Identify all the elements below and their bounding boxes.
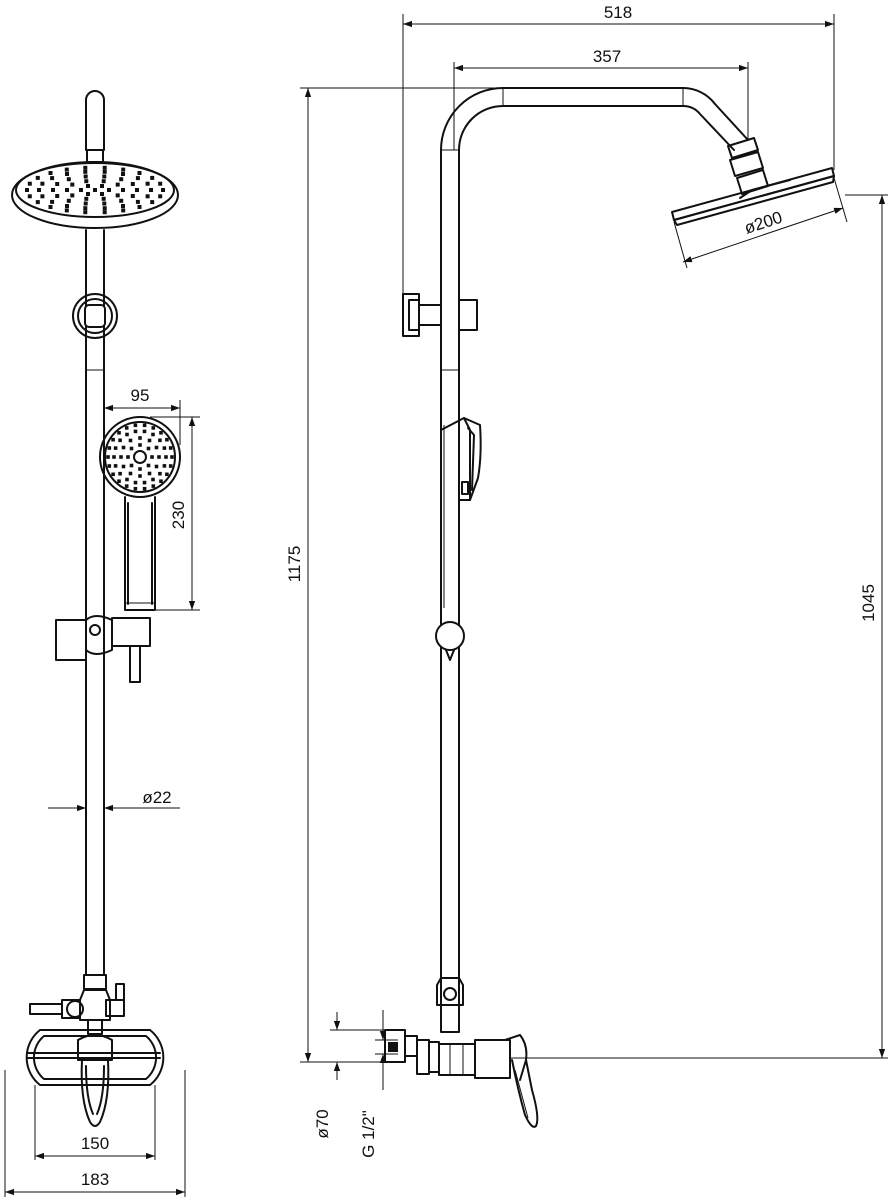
side-rail-outer	[440, 87, 749, 1016]
side-rain-head	[671, 167, 835, 226]
dim-1175-label: 1175	[285, 546, 304, 583]
dim-518-label: 518	[604, 3, 632, 22]
head-connector	[86, 149, 104, 163]
front-slider	[55, 615, 151, 683]
dim-200-label: ø200	[742, 208, 785, 238]
side-rail-inner	[458, 104, 735, 1016]
front-diverter	[29, 974, 125, 1035]
front-rain-head	[11, 161, 179, 229]
dim-thread-label: G 1/2"	[359, 1110, 378, 1158]
side-slider	[435, 621, 465, 661]
dim-150-label: 150	[81, 1134, 109, 1153]
dim-183-label: 183	[81, 1170, 109, 1189]
dim-200-line	[682, 207, 844, 263]
dim-1045-label: 1045	[859, 584, 878, 622]
front-hand-shower	[99, 416, 181, 611]
dim-95-label: 95	[131, 386, 150, 405]
front-mixer-body	[25, 1029, 165, 1127]
side-head-joint	[727, 137, 769, 195]
dim-230-label: 230	[169, 501, 188, 529]
dim-70-label: ø70	[313, 1109, 332, 1138]
side-diverter	[436, 977, 464, 1033]
front-view: 95 230 ø22 150 183	[4, 90, 200, 1197]
dim-357-label: 357	[593, 47, 621, 66]
side-view: 518 357 ø200 1175 1045 ø70 G 1/2"	[285, 3, 888, 1158]
front-rail	[85, 229, 105, 976]
front-wall-bracket	[72, 293, 118, 339]
side-mixer	[384, 1029, 539, 1128]
rail-top-tip	[85, 90, 105, 151]
side-hand-shower	[440, 417, 482, 611]
dim-22-label: ø22	[142, 788, 171, 807]
